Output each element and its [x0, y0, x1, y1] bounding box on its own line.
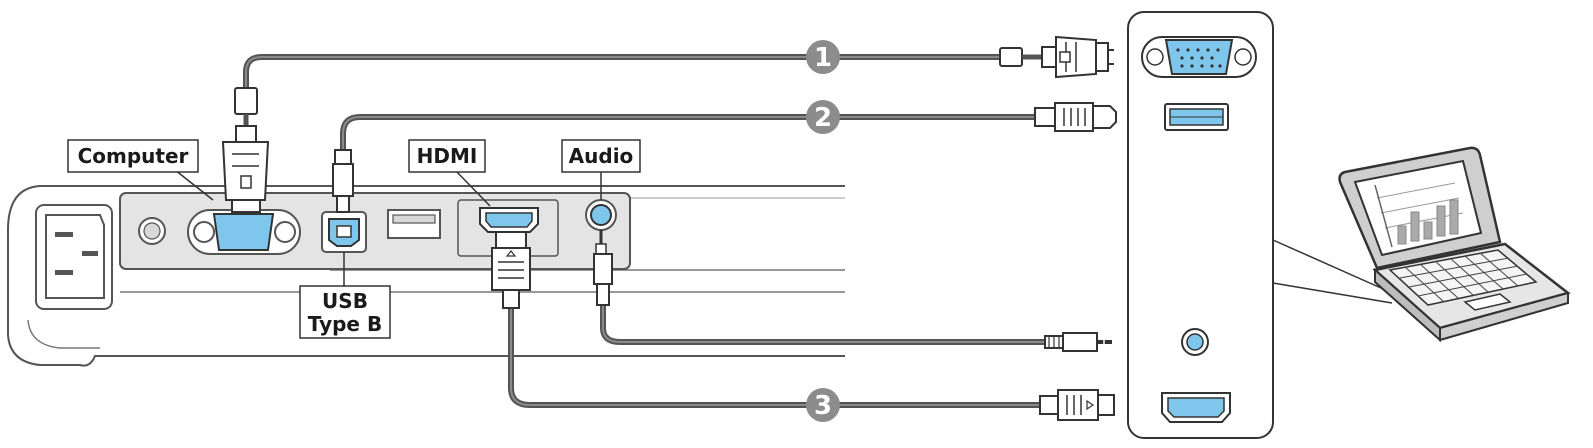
laptop-vga-port — [1141, 36, 1257, 78]
laptop-trackpad — [1463, 293, 1512, 311]
usb-cable — [332, 114, 1035, 213]
hdmi-plug-top — [1034, 102, 1117, 132]
audio-plug — [1044, 332, 1112, 352]
cable-badge-1: 1 — [806, 40, 840, 74]
svg-text:HDMI: HDMI — [417, 144, 478, 168]
audio-cable — [593, 230, 1045, 345]
hdmi-port[interactable] — [457, 199, 559, 257]
computer-side-plugs — [999, 35, 1117, 421]
svg-text:Type B: Type B — [308, 312, 382, 336]
power-inlet — [35, 204, 113, 310]
svg-text:USB: USB — [322, 289, 368, 313]
laptop-audio-port — [1181, 328, 1209, 356]
laptop-callout-lines — [1272, 239, 1393, 304]
round-button — [138, 217, 166, 245]
label-audio: Audio — [561, 139, 641, 200]
svg-text:1: 1 — [814, 43, 832, 73]
audio-port[interactable] — [585, 199, 617, 231]
laptop-icon — [1338, 146, 1571, 343]
laptop-keyboard — [1388, 249, 1538, 306]
usb-type-b-port[interactable] — [321, 211, 367, 253]
laptop-port-panel — [1127, 11, 1274, 439]
label-hdmi: HDMI — [408, 139, 491, 207]
vga-plug — [999, 35, 1114, 79]
laptop-screen-chart-icon — [1374, 182, 1464, 248]
svg-text:3: 3 — [814, 391, 832, 421]
cables — [221, 54, 1045, 408]
projector — [7, 185, 845, 367]
laptop-usb-port — [1164, 103, 1229, 131]
cable-badge-2: 2 — [806, 100, 840, 134]
hdmi-cable — [491, 231, 1040, 408]
cable-badge-3: 3 — [806, 388, 840, 422]
computer-port[interactable] — [187, 209, 301, 255]
svg-text:Computer: Computer — [78, 144, 189, 168]
usb-type-a-port[interactable] — [387, 209, 441, 239]
svg-text:Audio: Audio — [569, 144, 634, 168]
vga-cable — [221, 54, 1000, 213]
label-usb-type-b: USB Type B — [299, 252, 391, 339]
hdmi-plug-bottom — [1039, 389, 1115, 421]
laptop-hdmi-port — [1161, 392, 1231, 423]
svg-text:2: 2 — [814, 103, 832, 133]
label-computer: Computer — [67, 139, 214, 201]
